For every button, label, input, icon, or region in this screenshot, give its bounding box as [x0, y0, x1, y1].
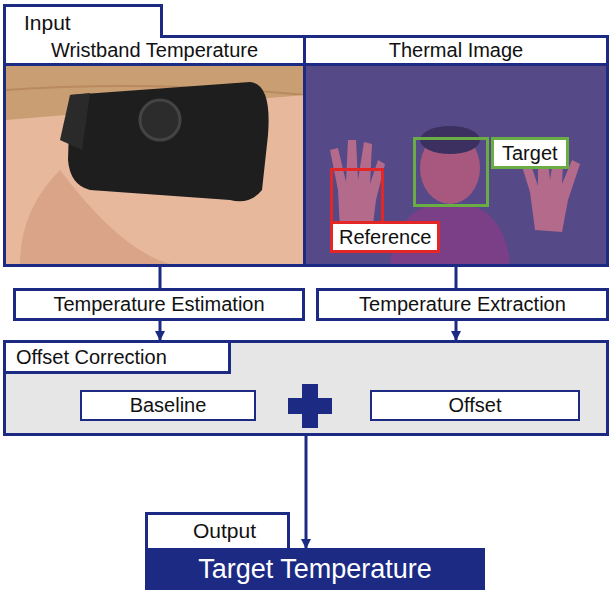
- thermal-hair: [420, 126, 480, 154]
- process-box: Temperature Extraction: [316, 288, 609, 321]
- wristband: [68, 82, 269, 201]
- panel-header: Wristband Temperature: [6, 38, 303, 66]
- reference-region: Reference: [330, 168, 384, 230]
- output-box: OutputTarget Temperature: [145, 548, 485, 590]
- input-frame: Wristband TemperatureTargetReferenceTher…: [3, 35, 609, 267]
- section-tab: Output: [145, 512, 290, 548]
- connector: [305, 436, 308, 548]
- connector: [159, 264, 162, 288]
- plus-symbol: [288, 384, 332, 428]
- correction-band: Baseline Offset Offset Correction: [3, 340, 609, 436]
- panel-title: Wristband Temperature: [51, 38, 258, 63]
- thermal-left-hand: [330, 140, 385, 232]
- input-panel: TargetReferenceThermal Image: [306, 38, 606, 264]
- region-label: Reference: [330, 221, 440, 253]
- section-tab: Input: [3, 4, 163, 38]
- thermal-tint: [306, 62, 606, 264]
- section-title: Offset Correction: [6, 343, 167, 371]
- section-title: Output: [148, 515, 287, 547]
- process-label: Temperature Estimation: [53, 291, 264, 318]
- term-box: Offset: [370, 390, 580, 421]
- term-label: Baseline: [130, 392, 207, 419]
- connector: [455, 321, 458, 340]
- process-label: Temperature Extraction: [359, 291, 566, 318]
- band-fill: [6, 343, 606, 433]
- term-box: Baseline: [80, 390, 256, 421]
- table-surface: [6, 62, 305, 264]
- section-tab: Offset Correction: [3, 340, 231, 374]
- section-title: Input: [6, 7, 160, 38]
- connector: [455, 264, 458, 288]
- panel-header: Thermal Image: [306, 38, 606, 66]
- wristband-strap: [60, 93, 90, 150]
- panel-title: Thermal Image: [389, 38, 524, 63]
- region-label: Target: [491, 137, 569, 169]
- connector: [159, 321, 162, 340]
- input-panel: Wristband Temperature: [6, 38, 306, 264]
- thermal-background: [306, 62, 606, 264]
- process-box: Temperature Estimation: [13, 288, 305, 321]
- term-label: Offset: [449, 392, 502, 419]
- wristband-button: [140, 100, 180, 140]
- target-region: Target: [413, 137, 489, 207]
- output-label: Target Temperature: [198, 548, 432, 590]
